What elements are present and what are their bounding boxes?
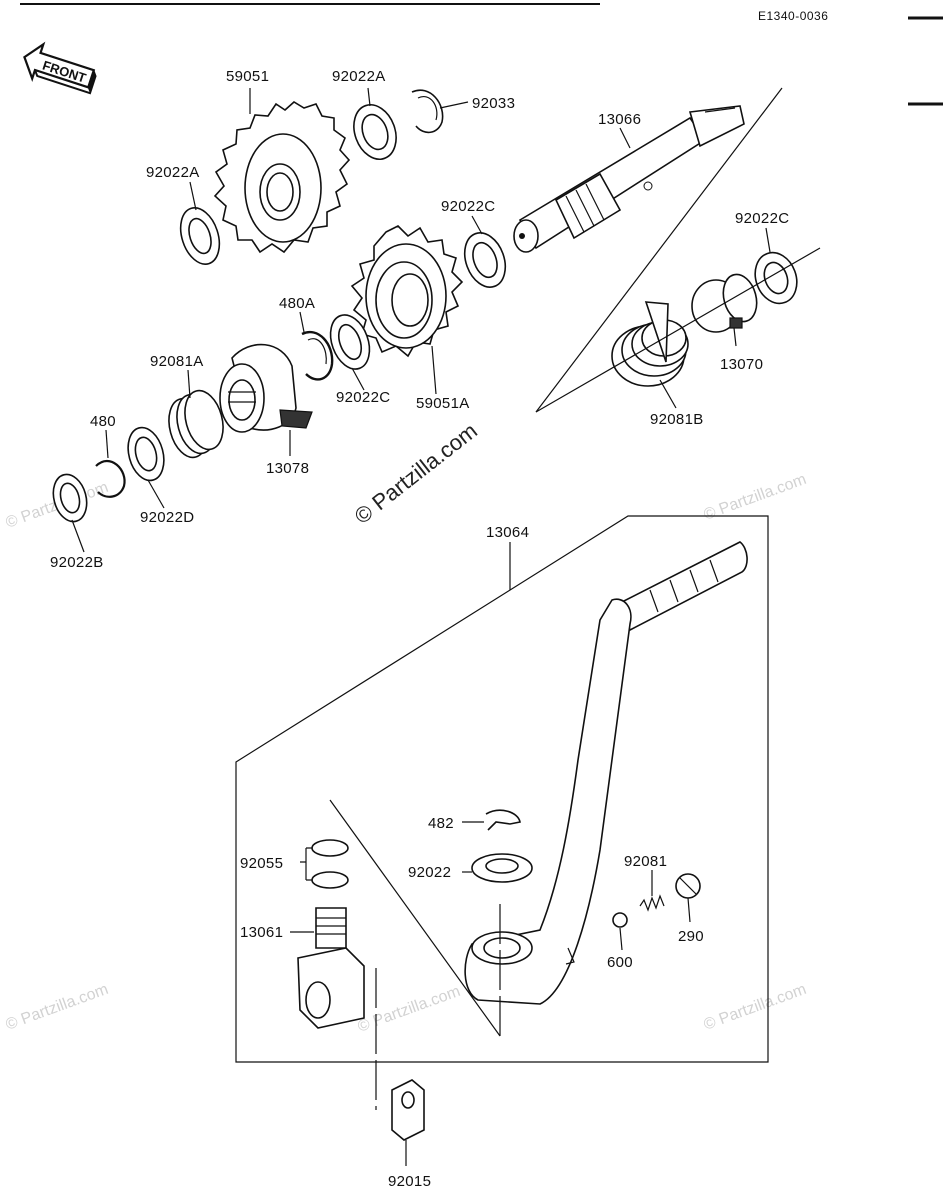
label-92022D: 92022D: [140, 509, 194, 526]
label-92081A: 92081A: [150, 353, 204, 370]
watermark-center-low: © Partzilla.com: [356, 983, 463, 1036]
guide-line-upper-a: [535, 87, 783, 413]
guide-line-lower-a: [329, 799, 501, 1037]
label-92055: 92055: [240, 855, 283, 872]
circlip-92033: [411, 89, 444, 134]
label-13061: 13061: [240, 924, 283, 941]
front-arrow-icon: FRONT: [23, 41, 97, 95]
watermark-right-low: © Partzilla.com: [702, 981, 809, 1034]
ratchet-13078: [219, 343, 313, 433]
leader-lines: [71, 87, 771, 1166]
label-13070: 13070: [720, 356, 763, 373]
label-59051: 59051: [226, 68, 269, 85]
label-92081: 92081: [624, 853, 667, 870]
label-92022A-top: 92022A: [332, 68, 386, 85]
label-480A: 480A: [279, 295, 315, 312]
label-92022A-left: 92022A: [146, 164, 200, 181]
gear-59051A: [350, 225, 464, 358]
part-labels: 59051 92022A 92033 13066 92022A 92022C 9…: [50, 68, 789, 1190]
gear-59051: [213, 101, 351, 254]
circlip-480: [95, 459, 126, 498]
spring-92081: [639, 894, 665, 912]
label-59051A: 59051A: [416, 395, 470, 412]
washer-92022C-low: [329, 314, 371, 370]
label-92022C-right: 92022C: [735, 210, 789, 227]
label-13078: 13078: [266, 460, 309, 477]
spring-92081A: [168, 389, 224, 459]
label-290: 290: [678, 928, 704, 945]
label-92022B: 92022B: [50, 554, 104, 571]
label-482: 482: [428, 815, 454, 832]
label-92022C-low: 92022C: [336, 389, 390, 406]
shaft-13066: [513, 105, 745, 253]
label-13066: 13066: [598, 111, 641, 128]
plug-290: [675, 873, 701, 899]
o-rings-92055: [311, 839, 349, 889]
guide-13070: [691, 273, 758, 333]
washer-92022C-mid: [463, 232, 507, 288]
circlip-482: [485, 809, 521, 831]
guide-line-upper-b: [535, 247, 821, 413]
watermark-main: © Partzilla.com: [350, 418, 482, 529]
washer-92022D: [127, 426, 165, 482]
label-92015: 92015: [388, 1173, 431, 1190]
label-92022C-mid: 92022C: [441, 198, 495, 215]
washer-92022A-left: [179, 207, 221, 265]
label-92022: 92022: [408, 864, 451, 881]
assembly-box: [235, 515, 769, 1063]
label-92033: 92033: [472, 95, 515, 112]
kick-pedal-13064: [464, 541, 748, 1005]
washer-92022B: [52, 473, 88, 523]
label-480: 480: [90, 413, 116, 430]
circlip-480A: [301, 330, 334, 381]
diagram-code: E1340-0036: [758, 9, 828, 23]
ball-600: [612, 912, 628, 928]
shaft-13061: [297, 907, 365, 1029]
label-13064: 13064: [486, 524, 529, 541]
spring-92081B: [611, 301, 689, 387]
washer-92022: [471, 853, 533, 883]
watermark-left-low: © Partzilla.com: [4, 981, 111, 1034]
nut-92015: [391, 1079, 425, 1141]
label-92081B: 92081B: [650, 411, 704, 428]
washer-92022A-top: [353, 104, 397, 160]
label-600: 600: [607, 954, 633, 971]
